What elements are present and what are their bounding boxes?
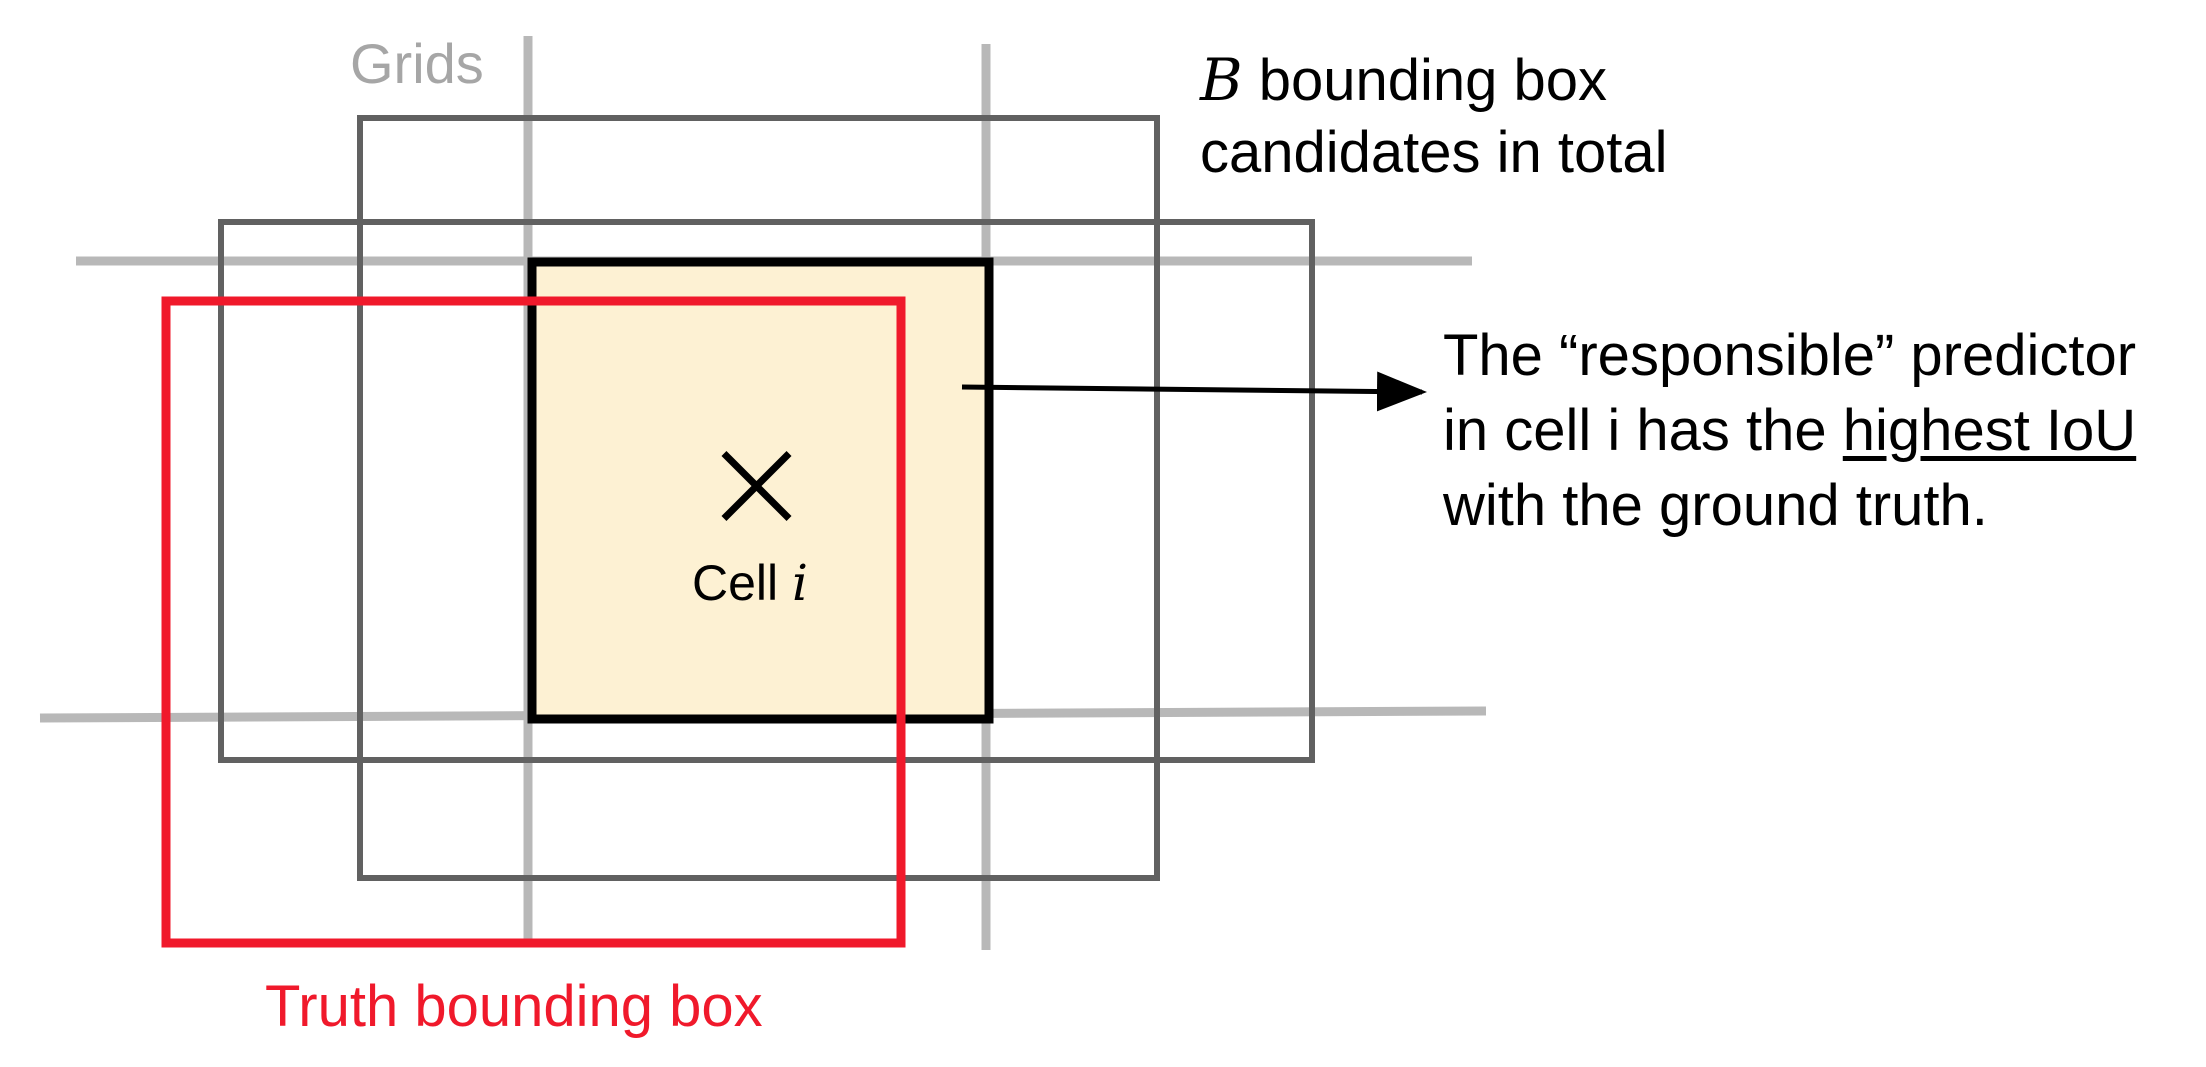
responsible-arrow xyxy=(961,371,1427,412)
cell-index-variable: i xyxy=(792,554,809,612)
truth-bounding-box-label: Truth bounding box xyxy=(265,974,763,1039)
candidate-box-wide xyxy=(218,219,1315,763)
responsible-note-line-2-prefix: in cell i has the xyxy=(1443,398,1843,463)
responsible-note-line-1: The “responsible” predictor xyxy=(1443,323,2137,388)
responsible-predictor-note: The “responsible” predictor in cell i ha… xyxy=(1443,318,2136,543)
responsible-note-line-3: with the ground truth. xyxy=(1443,473,1988,538)
cell-word: Cell xyxy=(692,555,793,611)
bbox-count-variable: B xyxy=(1200,46,1243,114)
bbox-label-line-2: candidates in total xyxy=(1200,120,1668,185)
grids-label: Grids xyxy=(350,32,484,95)
candidate-box-tall xyxy=(357,115,1160,881)
cell-i-label: Cell i xyxy=(692,558,808,608)
bbox-label-line-1: B bounding box xyxy=(1200,44,1668,117)
truth-bounding-box xyxy=(161,296,906,948)
cell-center-cross-icon xyxy=(717,446,797,526)
highest-iou-emphasis: highest IoU xyxy=(1842,398,2137,463)
bbox-label-line-1-text: bounding box xyxy=(1242,48,1608,113)
responsible-note-line-2: in cell i has the highest IoU xyxy=(1443,393,2136,468)
bounding-box-candidates-label: B bounding box candidates in total xyxy=(1200,44,1668,189)
